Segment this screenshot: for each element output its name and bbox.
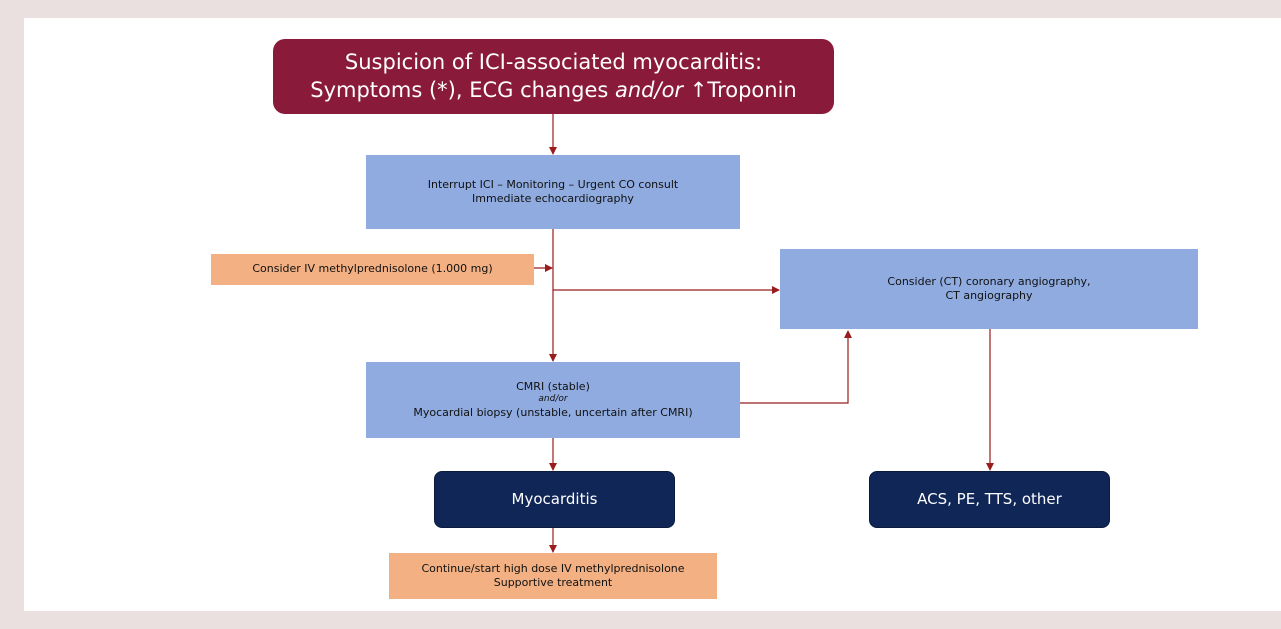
interrupt-line-2: Immediate echocardiography <box>472 192 634 205</box>
node-treatment: Continue/start high dose IV methylpredni… <box>389 553 717 599</box>
myocarditis-label: Myocarditis <box>511 489 598 508</box>
node-consider-angiography: Consider (CT) coronary angiography, CT a… <box>780 249 1198 329</box>
start-line-2-a: Symptoms (*), ECG changes <box>310 77 615 102</box>
treatment-line-1: Continue/start high dose IV methylpredni… <box>421 561 685 575</box>
node-cmri-biopsy: CMRI (stable) and/or Myocardial biopsy (… <box>366 362 740 438</box>
angio-line-1: Consider (CT) coronary angiography, <box>887 274 1091 288</box>
cmri-line-3: Myocardial biopsy (unstable, uncertain a… <box>413 405 693 419</box>
start-line-1: Suspicion of ICI-associated myocarditis: <box>344 50 763 75</box>
node-interrupt-ici: Interrupt ICI – Monitoring – Urgent CO c… <box>366 155 740 229</box>
node-suspicion-myocarditis: Suspicion of ICI-associated myocarditis:… <box>273 39 834 114</box>
node-myocarditis: Myocarditis <box>434 471 675 528</box>
treatment-line-2: Supportive treatment <box>493 576 613 589</box>
start-line-2: Symptoms (*), ECG changes and/or ↑Tropon… <box>310 77 796 104</box>
node-acs-pe-tts-other: ACS, PE, TTS, other <box>869 471 1110 528</box>
other-label: ACS, PE, TTS, other <box>917 489 1062 508</box>
cmri-line-2: and/or <box>538 394 568 405</box>
interrupt-line-1: Interrupt ICI – Monitoring – Urgent CO c… <box>427 177 679 191</box>
node-consider-methylprednisolone: Consider IV methylprednisolone (1.000 mg… <box>211 254 534 285</box>
cmri-line-1: CMRI (stable) <box>516 379 590 393</box>
start-line-2-italic: and/or <box>614 77 684 102</box>
arrow-cmri-to-angio <box>740 330 852 404</box>
angio-line-2: CT angiography <box>945 289 1033 302</box>
methylpred-line-1: Consider IV methylprednisolone (1.000 mg… <box>252 262 493 276</box>
start-line-2-c: ↑Troponin <box>683 77 797 102</box>
